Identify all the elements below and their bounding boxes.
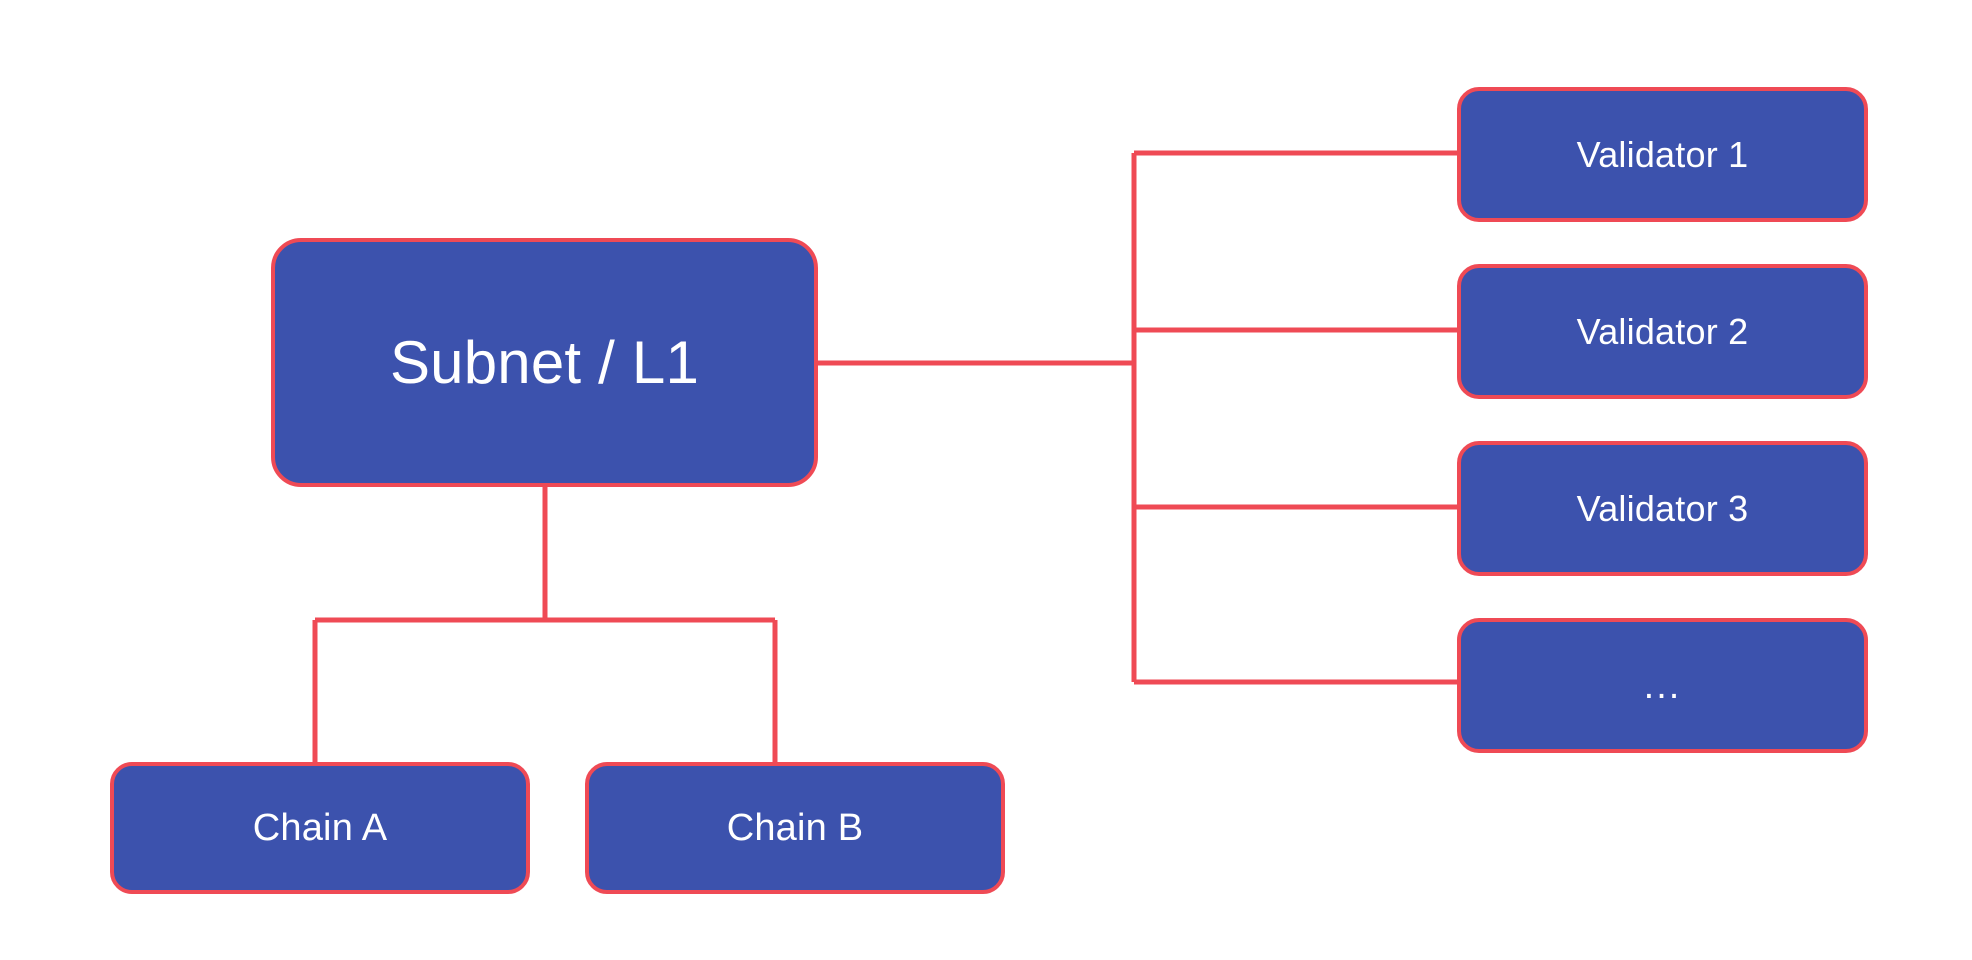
node-validator-2[interactable]: Validator 2	[1457, 264, 1868, 399]
node-chain-b-label: Chain B	[726, 807, 864, 849]
node-chain-a[interactable]: Chain A	[110, 762, 530, 894]
node-chain-a-label: Chain A	[252, 807, 388, 849]
node-validator-1[interactable]: Validator 1	[1457, 87, 1868, 222]
node-validator-3-label: Validator 3	[1576, 487, 1749, 529]
node-chain-b[interactable]: Chain B	[585, 762, 1005, 894]
node-validator-more[interactable]: ...	[1457, 618, 1868, 753]
node-validator-1-label: Validator 1	[1576, 133, 1749, 175]
node-validator-2-label: Validator 2	[1576, 310, 1749, 352]
node-validator-3[interactable]: Validator 3	[1457, 441, 1868, 576]
node-validator-more-label: ...	[1643, 664, 1682, 707]
node-subnet-l1-label: Subnet / L1	[389, 328, 700, 396]
node-subnet-l1[interactable]: Subnet / L1	[271, 238, 818, 487]
